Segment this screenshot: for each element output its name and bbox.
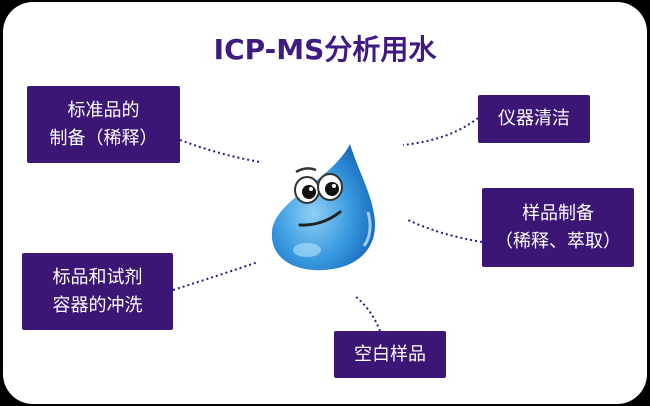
connector-standard-prep <box>179 139 261 163</box>
connector-instrument-clean <box>402 117 479 146</box>
box-standard-prep-line2: 制备（稀释） <box>49 127 158 149</box>
box-blank-sample: 空白样品 <box>334 331 446 378</box>
diagram-title: ICP-MS分析用水 <box>213 33 437 66</box>
eyes <box>294 167 343 204</box>
box-blank-sample-label: 空白样品 <box>354 343 426 365</box>
smile <box>298 210 342 227</box>
box-sample-prep-line2: （稀释、萃取） <box>495 230 621 252</box>
connector-blank <box>354 295 381 332</box>
box-sample-prep-line1: 样品制备 <box>522 202 594 224</box>
box-instrument-clean: 仪器清洁 <box>478 95 590 143</box>
box-container-rinse-line1: 标品和试剂 <box>52 266 143 288</box>
water-drop-mascot <box>271 144 375 271</box>
box-standard-prep: 标准品的 制备（稀释） <box>27 86 180 163</box>
box-container-rinse: 标品和试剂 容器的冲洗 <box>22 253 173 330</box>
connector-container-rinse <box>172 261 259 291</box>
box-standard-prep-line1: 标准品的 <box>67 99 140 121</box>
connector-sample-prep <box>407 219 483 243</box>
box-sample-prep: 样品制备 （稀释、萃取） <box>482 188 634 267</box>
box-instrument-clean-label: 仪器清洁 <box>498 108 570 129</box>
box-container-rinse-line2: 容器的冲洗 <box>52 294 143 316</box>
